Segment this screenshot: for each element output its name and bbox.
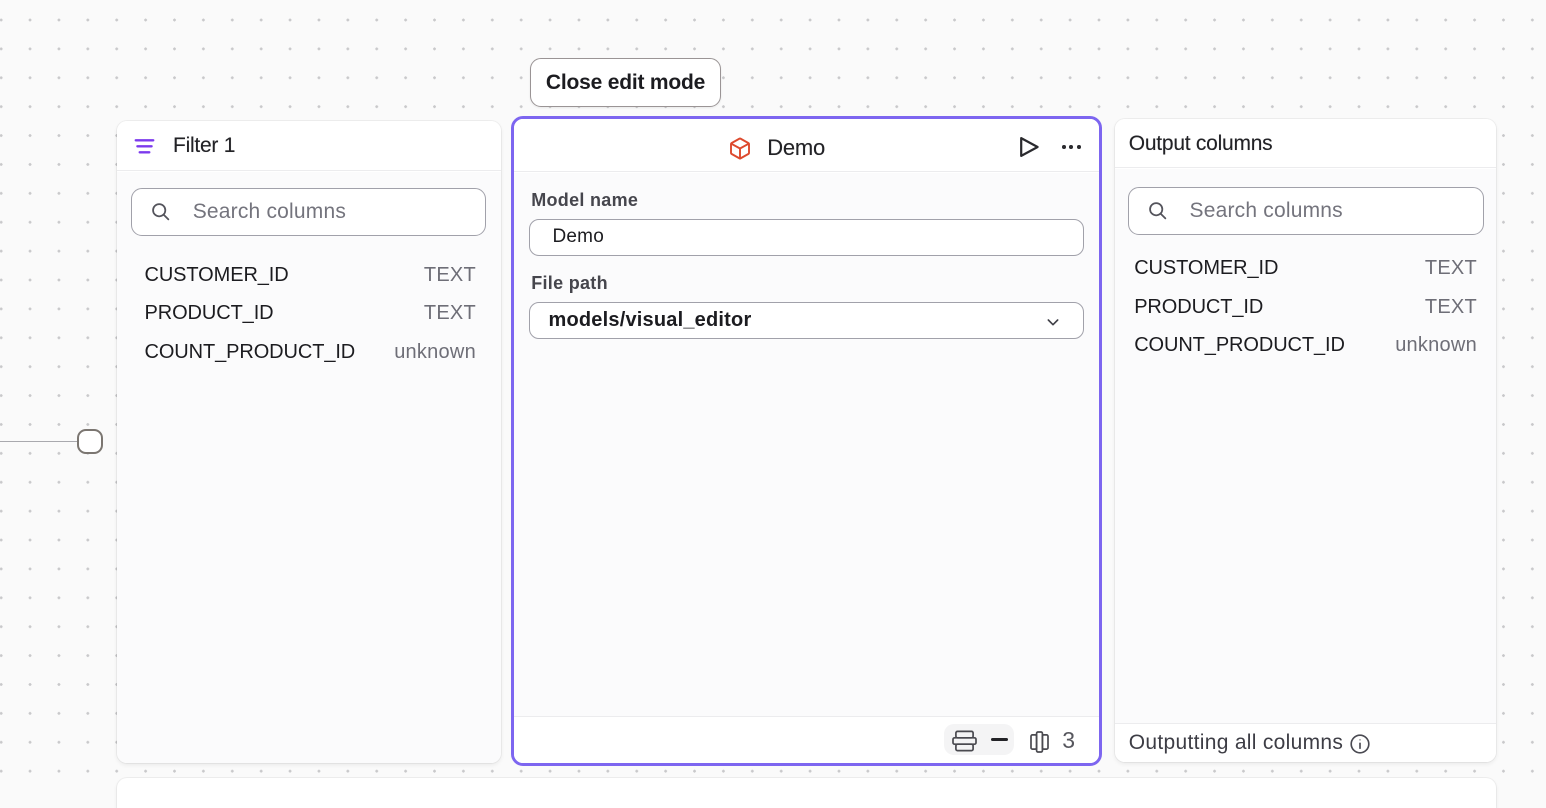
column-row[interactable]: PRODUCT_ID TEXT xyxy=(1115,288,1497,327)
ellipsis-icon xyxy=(1061,145,1081,150)
column-row[interactable]: CUSTOMER_ID TEXT xyxy=(1115,250,1497,289)
chevron-down-icon xyxy=(1045,314,1061,330)
column-name: CUSTOMER_ID xyxy=(144,263,289,286)
output-search-box[interactable]: Search columns xyxy=(1127,187,1484,235)
filter-node-body xyxy=(116,171,501,763)
column-type: unknown xyxy=(1395,334,1477,357)
column-count-value: 3 xyxy=(1062,726,1075,753)
model-node[interactable]: Demo Model name Demo File path m xyxy=(511,116,1102,767)
column-type: TEXT xyxy=(1424,257,1477,280)
edge-connector xyxy=(0,440,79,443)
edge-source-handle[interactable] xyxy=(77,428,103,455)
output-search-placeholder: Search columns xyxy=(1189,198,1343,222)
filter-column-list: CUSTOMER_ID TEXT PRODUCT_ID TEXT COUNT_PRODU… xyxy=(117,256,501,372)
table-columns-icon xyxy=(1030,728,1050,753)
column-name: CUSTOMER_ID xyxy=(1134,257,1279,280)
column-row[interactable]: CUSTOMER_ID TEXT xyxy=(117,256,501,295)
filter-node-header: Filter 1 xyxy=(116,121,501,171)
filter-lines-icon xyxy=(134,138,155,155)
close-edit-mode-button[interactable]: Close edit mode xyxy=(530,58,721,107)
search-icon xyxy=(150,201,171,222)
filter-search-box[interactable]: Search columns xyxy=(130,187,487,236)
table-rows-icon xyxy=(952,730,978,752)
output-column-list: CUSTOMER_ID TEXT PRODUCT_ID TEXT COUNT_PRODU… xyxy=(1115,250,1497,366)
model-node-title: Demo xyxy=(767,135,826,161)
cube-icon xyxy=(728,136,752,161)
run-button[interactable] xyxy=(1015,134,1043,160)
search-icon xyxy=(1147,200,1168,221)
model-node-footer: 3 xyxy=(514,715,1099,764)
outputting-all-columns-text: Outputting all columns xyxy=(1128,730,1344,754)
model-name-value: Demo xyxy=(552,226,604,248)
column-name: PRODUCT_ID xyxy=(1134,295,1264,318)
output-panel-header: Output columns xyxy=(1114,118,1496,168)
info-icon[interactable] xyxy=(1349,733,1371,755)
model-name-input[interactable]: Demo xyxy=(529,218,1085,256)
results-panel xyxy=(116,777,1496,808)
model-name-label: Model name xyxy=(531,189,639,210)
output-panel-title: Output columns xyxy=(1128,131,1273,155)
filter-node-title: Filter 1 xyxy=(173,134,236,158)
column-row[interactable]: PRODUCT_ID TEXT xyxy=(117,295,501,334)
model-node-header: Demo xyxy=(514,119,1099,172)
play-icon xyxy=(1018,135,1040,159)
file-path-value: models/visual_editor xyxy=(548,309,752,332)
column-name: COUNT_PRODUCT_ID xyxy=(144,340,356,363)
row-count-badge xyxy=(944,723,1015,755)
column-type: TEXT xyxy=(423,302,476,325)
filter-search-placeholder: Search columns xyxy=(192,199,347,223)
file-path-label: File path xyxy=(531,273,608,294)
column-name: COUNT_PRODUCT_ID xyxy=(1134,334,1345,357)
output-columns-panel: Output columns Search columns CUSTOMER_I… xyxy=(1114,118,1497,762)
column-row[interactable]: COUNT_PRODUCT_ID unknown xyxy=(1115,327,1497,366)
output-panel-body xyxy=(1114,169,1496,723)
more-menu-button[interactable] xyxy=(1058,139,1084,155)
column-count-badge: 3 xyxy=(1030,717,1075,764)
column-type: TEXT xyxy=(423,263,476,286)
row-count-value xyxy=(991,738,1009,741)
column-type: unknown xyxy=(394,340,476,363)
column-type: TEXT xyxy=(1424,295,1477,318)
column-row[interactable]: COUNT_PRODUCT_ID unknown xyxy=(117,333,501,372)
output-panel-footer: Outputting all columns xyxy=(1114,722,1496,762)
column-name: PRODUCT_ID xyxy=(144,302,274,325)
file-path-select[interactable]: models/visual_editor xyxy=(529,302,1085,340)
model-node-body xyxy=(514,172,1099,716)
